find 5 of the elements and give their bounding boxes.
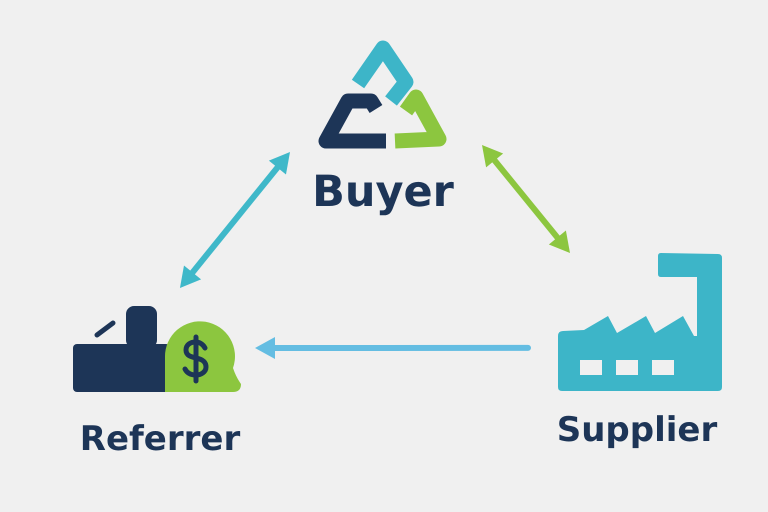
node-label: Buyer (312, 167, 454, 219)
node-label: Referrer (80, 419, 240, 460)
node-label: Supplier (556, 410, 718, 451)
double-headed-arrow (178, 150, 292, 290)
double-headed-arrow (480, 143, 572, 255)
